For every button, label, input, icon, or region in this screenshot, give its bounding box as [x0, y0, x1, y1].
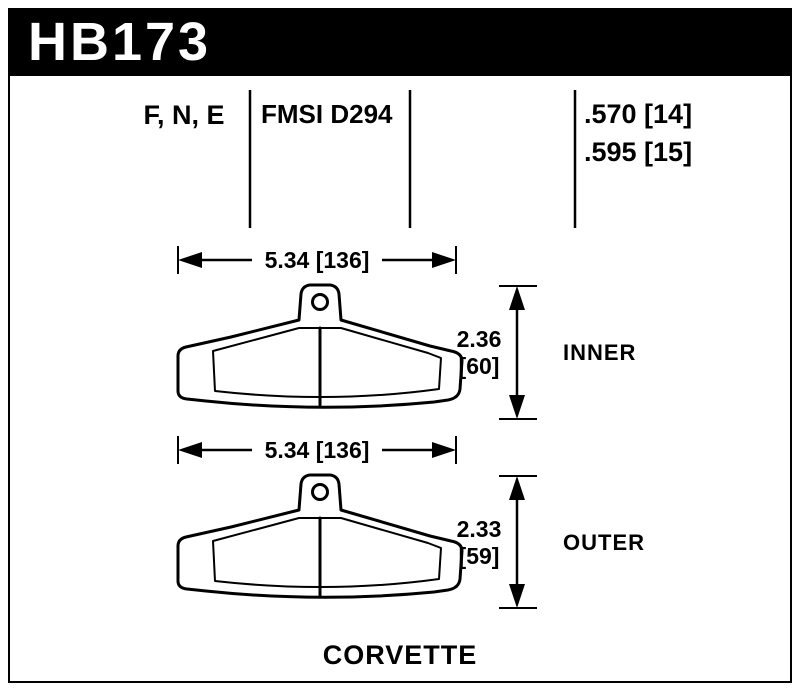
inner-height-dimension: 2.36 [60] — [448, 326, 510, 380]
pad-outline — [176, 473, 464, 599]
inner-pad-label: INNER — [563, 340, 637, 365]
arrowhead-right — [432, 252, 456, 268]
mounting-hole — [311, 483, 329, 501]
inner-width-dimension: 5.34 [136] — [252, 246, 382, 274]
arrowhead-left — [178, 252, 202, 268]
vehicle-name: CORVETTE — [322, 640, 478, 670]
outer-height-arrow — [499, 475, 537, 609]
outer-height-dimension: 2.33 [59] — [448, 516, 510, 570]
pad-thickness-line1: .570 [14] — [584, 99, 693, 129]
pad-outline — [176, 283, 464, 409]
part-number: HB173 — [28, 12, 212, 72]
mounting-hole — [311, 293, 329, 311]
outer-pad-drawing — [176, 473, 464, 599]
fmsi-number: FMSI D294 — [261, 99, 393, 129]
outer-height-mm: [59] — [458, 543, 500, 569]
outer-pad-label: OUTER — [563, 530, 645, 555]
inner-height-mm: [60] — [458, 353, 500, 379]
arrowhead-down — [509, 395, 525, 419]
compound-codes: F, N, E — [143, 100, 225, 130]
header-bar: HB173 — [8, 8, 792, 76]
arrowhead-right — [432, 442, 456, 458]
friction-outline — [212, 517, 442, 589]
arrowhead-down — [509, 584, 525, 608]
arrowhead-up — [509, 286, 525, 310]
spec-divider-lines — [248, 90, 577, 228]
inner-height-arrow — [499, 285, 537, 420]
inner-pad-drawing — [176, 283, 464, 409]
arrowhead-left — [178, 442, 202, 458]
outer-height-inches: 2.33 — [456, 516, 502, 542]
friction-outline — [212, 327, 442, 399]
arrowhead-up — [509, 476, 525, 500]
pad-thickness-line2: .595 [15] — [584, 137, 693, 167]
inner-height-inches: 2.36 — [456, 326, 502, 352]
outer-width-dimension: 5.34 [136] — [252, 436, 382, 464]
